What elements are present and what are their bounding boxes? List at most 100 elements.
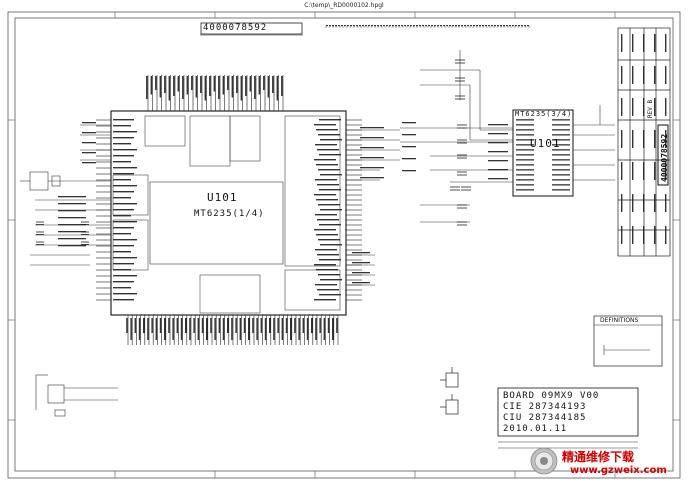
pin-label-mark [323, 318, 326, 340]
pin-label-mark [317, 254, 339, 256]
pin-label-mark [195, 76, 198, 98]
pin-label-mark [249, 76, 252, 92]
pin-label-mark [260, 318, 263, 333]
pin-label-mark [327, 318, 330, 333]
pin-label-mark [134, 318, 137, 333]
pin-label-mark [319, 259, 341, 261]
board-line: BOARD 09MX9 V00 [503, 391, 600, 401]
note-text-mark [335, 25, 337, 27]
note-text-mark [422, 25, 424, 27]
pin-label-mark [516, 179, 534, 181]
pin-label-mark [168, 76, 171, 101]
pin-label-mark [113, 203, 137, 205]
pin-label-mark [552, 184, 570, 186]
main-chip-pins-right [346, 119, 362, 301]
pin-label-mark [113, 119, 134, 121]
pin-label-mark [552, 179, 570, 181]
pin-label-mark [552, 164, 570, 166]
title-text-mark [665, 98, 667, 116]
title-text-mark [632, 130, 634, 148]
pin-label-mark [113, 263, 134, 265]
pin-label-mark [336, 318, 338, 333]
pin-label-mark [113, 287, 131, 289]
pin-label-mark [320, 209, 342, 211]
pin-label-mark [516, 189, 534, 191]
pin-label-mark [138, 318, 141, 340]
pin-label-mark [222, 76, 225, 95]
pin-label-mark [320, 279, 342, 281]
pin-label-mark [318, 134, 340, 136]
pin-label-mark [315, 214, 337, 216]
pin-label-mark [320, 244, 342, 246]
pin-label-mark [516, 154, 534, 156]
pin-label-mark [311, 318, 313, 333]
note-text-mark [326, 25, 328, 27]
note-text-mark [371, 25, 373, 27]
pin-label-mark [113, 167, 137, 169]
note-text-mark [395, 25, 397, 27]
pin-label-mark [516, 159, 534, 161]
pin-label-mark [552, 129, 570, 131]
net-label-mark [360, 167, 384, 169]
pin-label-mark [113, 125, 131, 127]
net-label-mark [58, 245, 86, 247]
net-label-mark [82, 162, 96, 164]
pin-label-mark [248, 318, 250, 340]
note-text-mark [443, 25, 445, 27]
net-label-mark [58, 224, 86, 226]
pin-label-mark [319, 154, 341, 156]
net-label-mark [488, 133, 508, 135]
second-chip-ref: U101 [530, 137, 561, 150]
pin-label-mark [252, 318, 254, 333]
pin-label-mark [206, 318, 208, 340]
note-text-mark [365, 25, 367, 27]
title-text-mark [632, 34, 634, 52]
pin-label-mark [159, 76, 162, 98]
pin-label-mark [552, 134, 570, 136]
pin-label-mark [516, 129, 534, 131]
net-label-mark [360, 157, 384, 159]
note-text-mark [329, 25, 331, 27]
pin-label-mark [213, 76, 216, 92]
net-label-mark [58, 238, 86, 240]
note-text-mark [431, 25, 433, 27]
pin-label-mark [320, 139, 342, 141]
pin-label-mark [113, 209, 134, 211]
pin-label-mark [256, 318, 258, 340]
pin-label-mark [243, 318, 246, 333]
note-text-mark [434, 25, 436, 27]
note-text-mark [404, 25, 406, 27]
pin-label-mark [552, 169, 570, 171]
net-label-mark [82, 132, 96, 134]
note-text-mark [419, 25, 421, 27]
note-text-mark [437, 25, 439, 27]
pin-label-mark [239, 318, 242, 340]
pin-label-mark [318, 274, 340, 276]
title-rev: REV B [647, 99, 654, 118]
note-text-mark [359, 25, 361, 27]
note-text-mark [527, 25, 529, 27]
pin-label-mark [516, 174, 534, 176]
net-label-mark [488, 160, 508, 162]
pin-label-mark [319, 189, 341, 191]
pin-label-mark [302, 318, 305, 333]
note-text-mark [410, 25, 412, 27]
note-text-mark [446, 25, 448, 27]
pin-label-mark [113, 233, 131, 235]
main-chip-pins-left [96, 119, 111, 301]
pin-label-mark [113, 173, 134, 175]
pin-label-mark [204, 76, 207, 101]
net-label-mark [402, 170, 416, 172]
title-text-mark [621, 194, 623, 212]
pin-label-mark [113, 131, 137, 133]
net-label-mark [352, 262, 370, 264]
note-text-mark [440, 25, 442, 27]
title-text-mark [665, 130, 667, 148]
pin-label-mark [516, 119, 534, 121]
net-label-mark [82, 152, 96, 154]
pin-label-mark [113, 299, 134, 301]
pin-label-mark [200, 76, 202, 93]
title-text-mark [632, 162, 634, 180]
